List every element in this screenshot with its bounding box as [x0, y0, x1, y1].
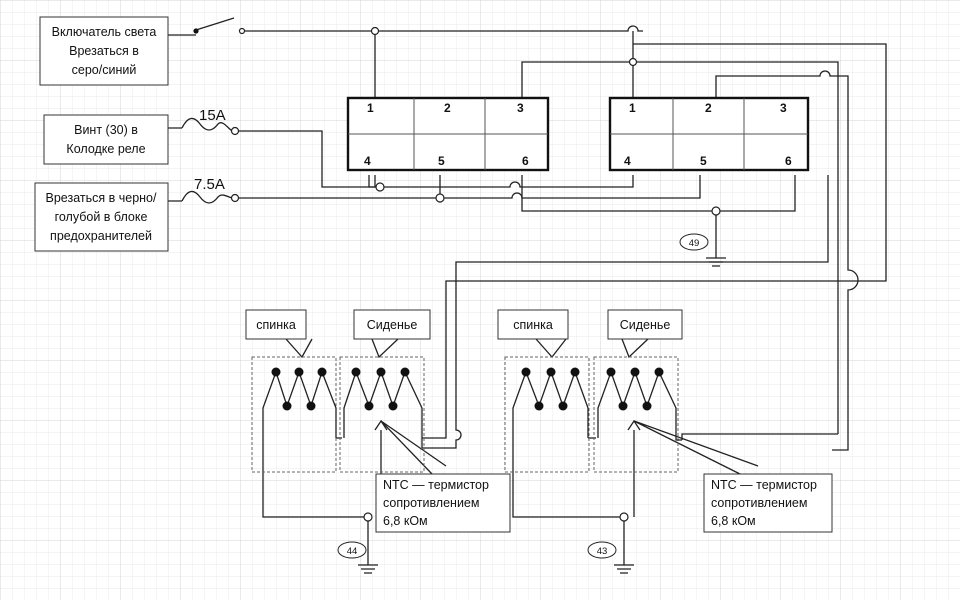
wires [168, 17, 887, 574]
svg-text:49: 49 [689, 238, 700, 249]
svg-text:5: 5 [438, 154, 445, 168]
relay-right: 1 2 3 4 5 6 [608, 96, 810, 172]
svg-text:сопротивлением: сопротивлением [383, 496, 479, 510]
svg-text:1: 1 [367, 101, 374, 115]
svg-text:3: 3 [780, 101, 787, 115]
svg-text:предохранителей: предохранителей [50, 229, 152, 243]
svg-text:4: 4 [624, 154, 631, 168]
svg-text:NTC — термистор: NTC — термистор [711, 478, 817, 492]
svg-text:6: 6 [522, 154, 529, 168]
svg-text:серо/синий: серо/синий [72, 63, 137, 77]
heater-left-seat [339, 356, 425, 473]
relay-left: 1 2 3 4 5 6 [346, 96, 550, 172]
note-switch: Включатель света Врезаться в серо/синий [39, 16, 169, 86]
svg-text:Винт (30) в: Винт (30) в [74, 123, 138, 137]
svg-text:NTC — термистор: NTC — термистор [383, 478, 489, 492]
ground-49: 49 [679, 233, 709, 251]
fuse-7-5a-label: 7.5A [194, 176, 225, 193]
note-fuse-block: Врезаться в черно/ голубой в блоке предо… [34, 182, 169, 252]
label-right-seat: Сиденье [607, 309, 683, 340]
label-right-back: спинка [497, 309, 569, 340]
svg-text:2: 2 [705, 101, 712, 115]
svg-text:спинка: спинка [513, 318, 553, 332]
svg-text:5: 5 [700, 154, 707, 168]
svg-text:Врезаться в: Врезаться в [69, 44, 139, 58]
svg-text:44: 44 [347, 546, 358, 557]
note-screw-relay-block: Винт (30) в Колодке реле [43, 114, 169, 165]
fuse-15a-label: 15A [199, 107, 226, 124]
svg-text:Сиденье: Сиденье [620, 318, 671, 332]
heater-right-back [504, 356, 590, 473]
heater-right-seat [593, 356, 682, 473]
svg-text:2: 2 [444, 101, 451, 115]
svg-text:6,8 кОм: 6,8 кОм [711, 514, 756, 528]
ground-44: 44 [337, 541, 367, 559]
svg-text:Врезаться в черно/: Врезаться в черно/ [46, 191, 157, 205]
ground-43: 43 [587, 541, 617, 559]
svg-text:6,8 кОм: 6,8 кОм [383, 514, 428, 528]
svg-text:43: 43 [597, 546, 608, 557]
junctions [363, 26, 721, 522]
label-left-back: спинка [245, 309, 307, 340]
light-switch [193, 27, 246, 35]
note-ntc-right: NTC — термистор сопротивлением 6,8 кОм [703, 473, 833, 533]
note-ntc-left: NTC — термистор сопротивлением 6,8 кОм [375, 473, 511, 533]
svg-text:1: 1 [629, 101, 636, 115]
svg-text:Сиденье: Сиденье [367, 318, 418, 332]
svg-text:6: 6 [785, 154, 792, 168]
svg-text:Включатель света: Включатель света [52, 25, 157, 39]
fuse-7-5a: 7.5A [181, 176, 240, 204]
label-left-seat: Сиденье [353, 309, 431, 340]
svg-text:3: 3 [517, 101, 524, 115]
svg-text:Колодке реле: Колодке реле [66, 142, 145, 156]
svg-text:4: 4 [364, 154, 371, 168]
svg-text:спинка: спинка [256, 318, 296, 332]
svg-text:сопротивлением: сопротивлением [711, 496, 807, 510]
fuse-15a: 15A [181, 107, 240, 136]
svg-text:голубой в блоке: голубой в блоке [55, 210, 148, 224]
heater-left-back [251, 356, 337, 473]
